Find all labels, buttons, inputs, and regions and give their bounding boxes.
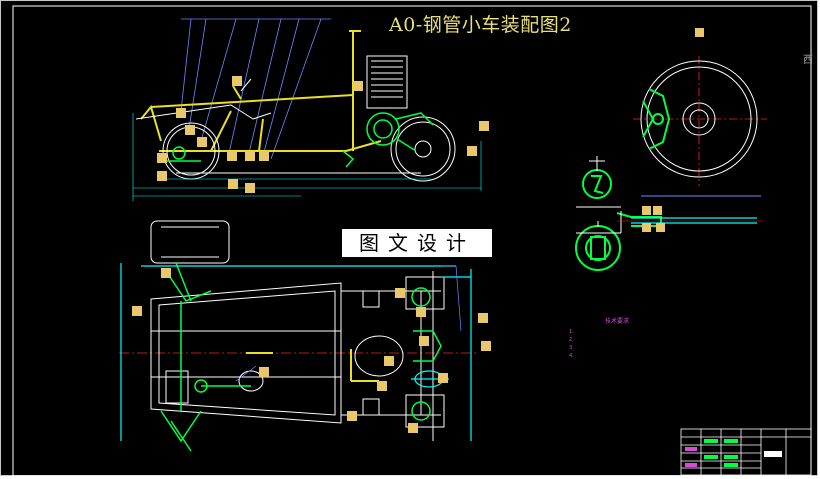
top-green-parts	[160, 262, 442, 452]
drawing-title: A0-钢管小车装配图2	[389, 14, 572, 36]
top-leaders	[235, 265, 462, 382]
side-components	[135, 55, 456, 182]
top-tubes	[246, 349, 379, 382]
wheel-detail	[633, 28, 767, 197]
top-cyan-parts	[120, 263, 472, 441]
title-block	[680, 428, 812, 476]
balloon-marker-icon	[695, 28, 704, 37]
tech-req-heading: 技术要求	[605, 318, 630, 325]
tech-req-item: 4.	[569, 353, 574, 359]
side-dimensions	[132, 113, 482, 201]
side-green-parts	[166, 112, 434, 168]
tech-req-item: 3.	[569, 345, 574, 351]
frame-tubes	[140, 30, 382, 152]
tech-req-item: 2.	[569, 337, 574, 343]
side-balloons	[157, 76, 489, 193]
edge-fragment-text: 西	[803, 55, 813, 66]
side-view	[132, 18, 489, 201]
top-view	[119, 220, 491, 452]
small-details	[575, 156, 763, 271]
drawing-border	[12, 5, 812, 477]
top-frame	[150, 220, 445, 441]
tech-req-item: 1.	[569, 329, 574, 335]
watermark-label: 图文设计	[342, 229, 492, 257]
top-balloons	[132, 268, 491, 433]
